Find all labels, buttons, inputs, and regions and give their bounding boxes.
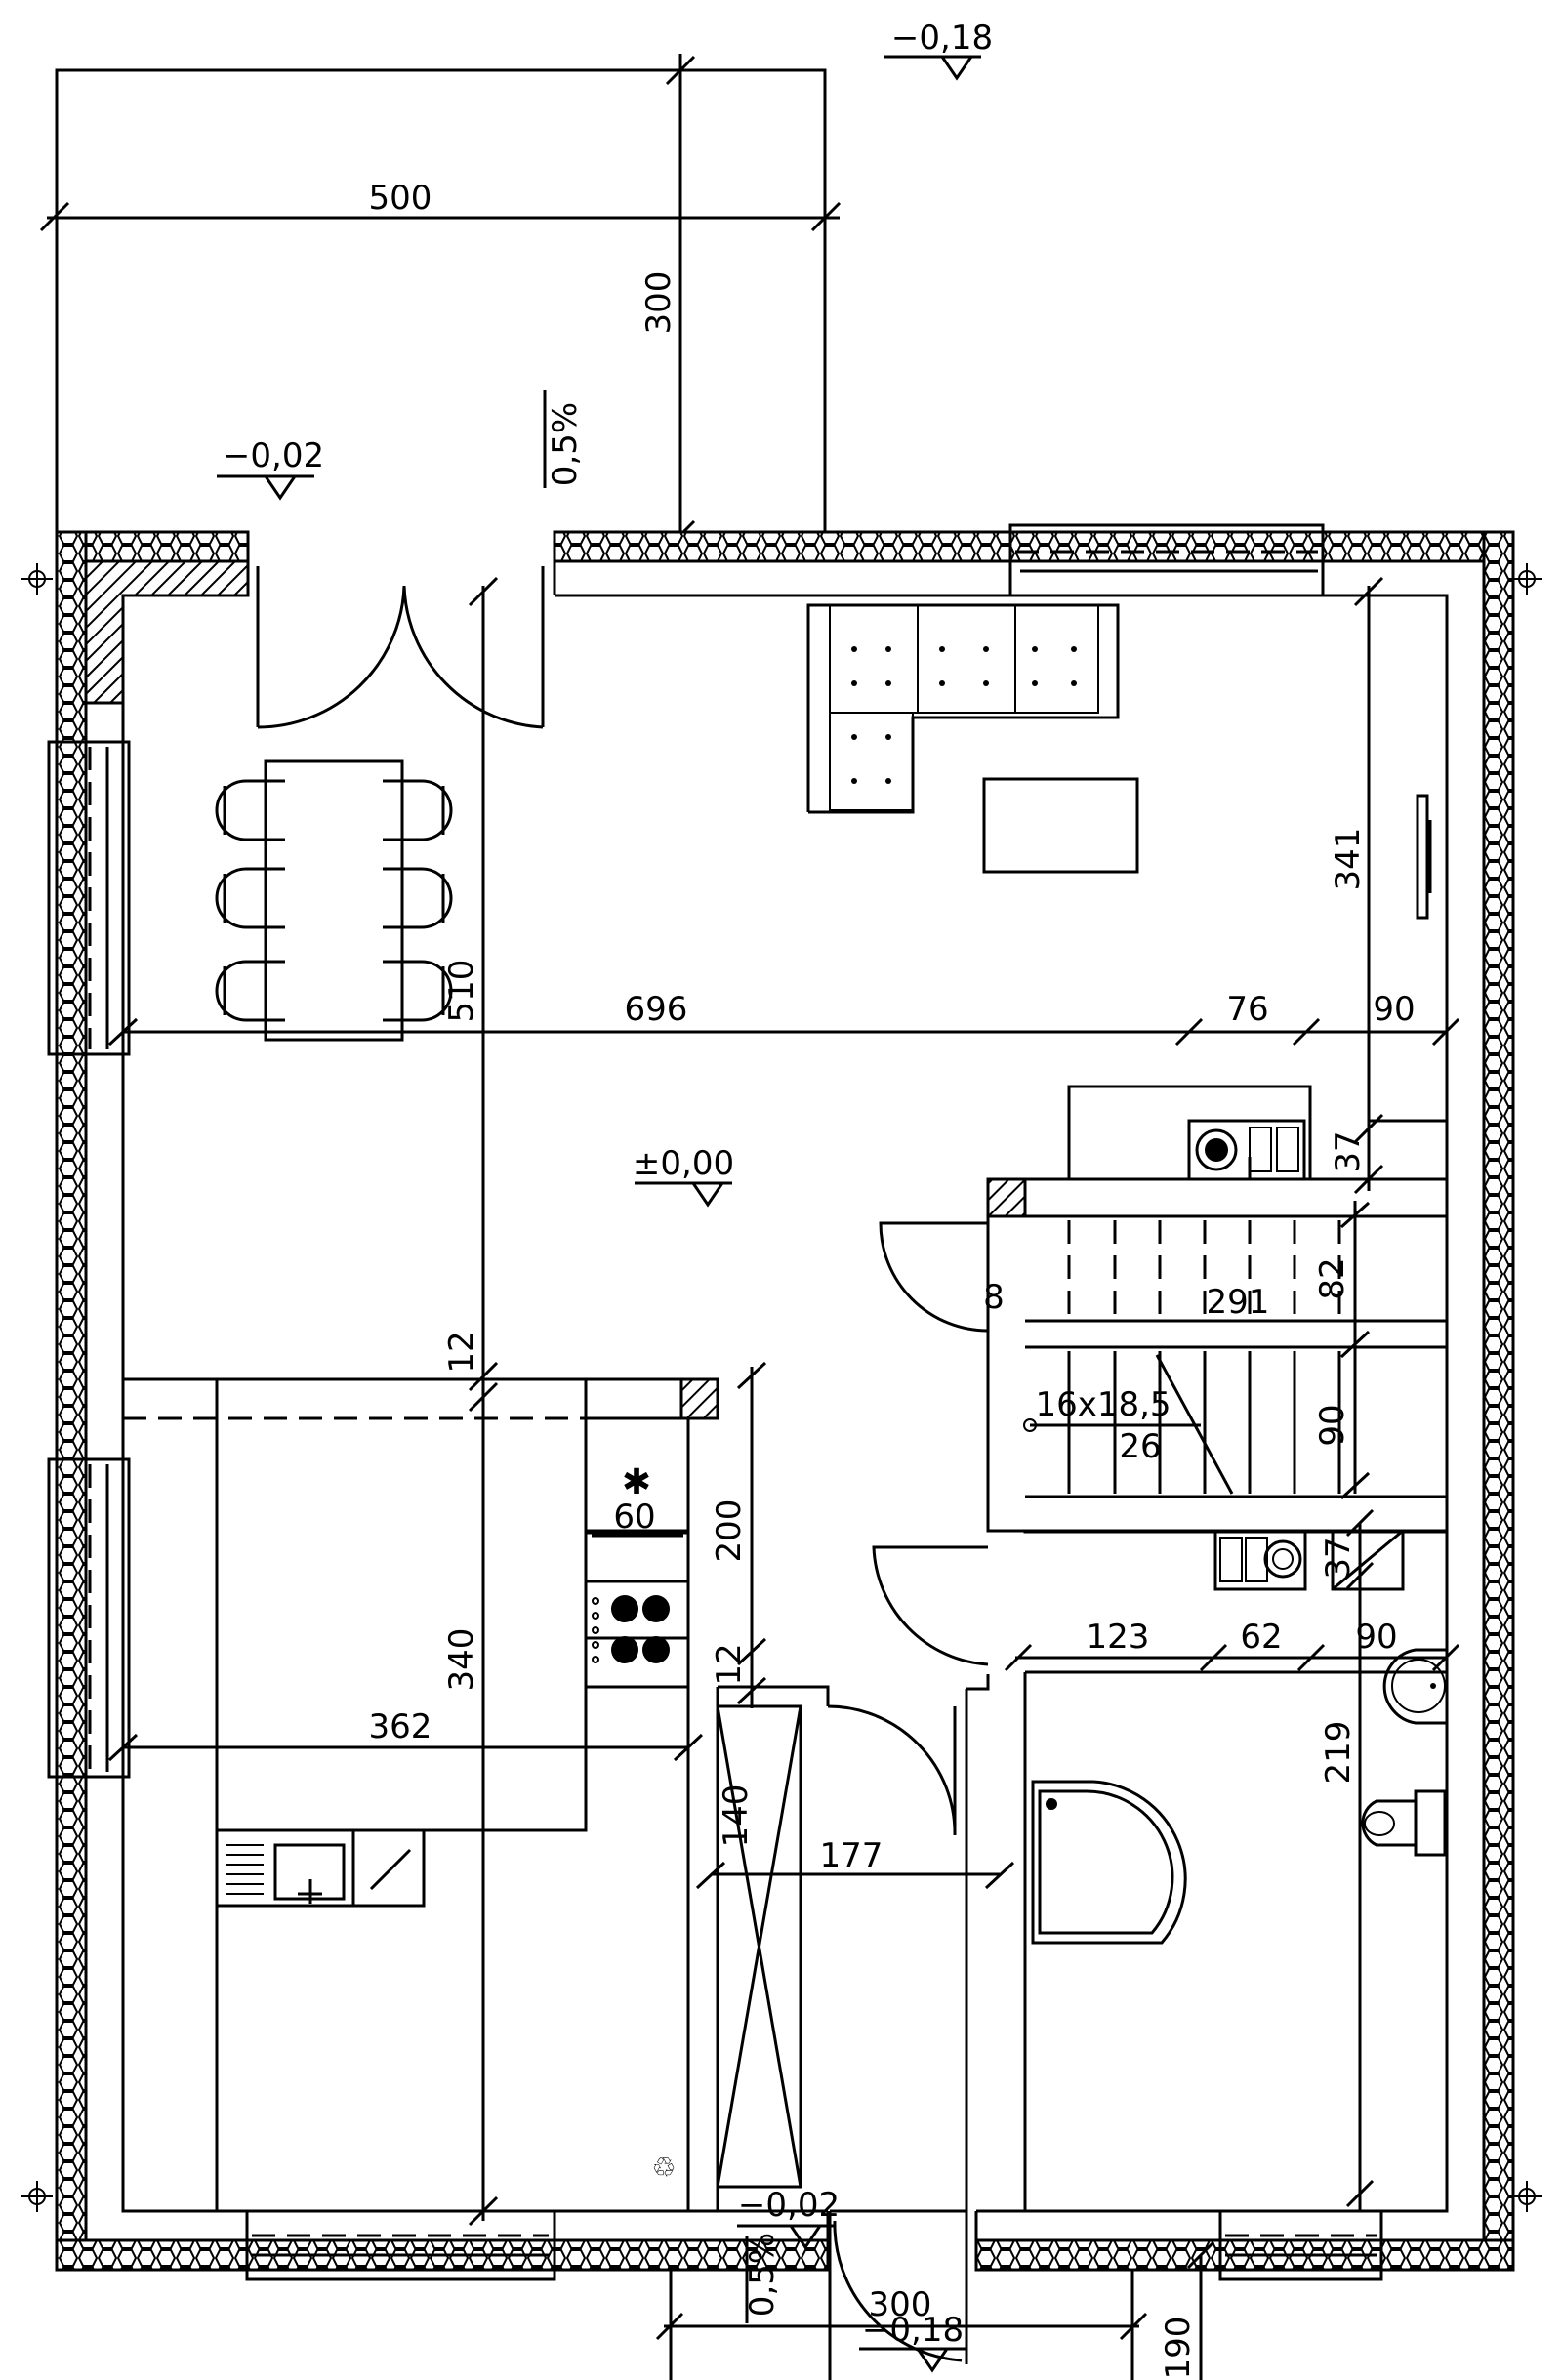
right-37-lower-label: 37 <box>1319 1537 1358 1579</box>
shower-tray <box>1031 1780 1187 1945</box>
bath-219-label: 219 <box>1319 1721 1358 1785</box>
terrace-double-door <box>256 566 545 729</box>
exterior-walls <box>55 530 1515 2272</box>
washbasin <box>1382 1648 1447 1725</box>
terrace: 500 300 0,5% −0,02 <box>39 54 842 551</box>
svg-text:−0,02: −0,02 <box>738 2186 840 2225</box>
tv-unit <box>1416 794 1432 920</box>
porch-width-label: 300 <box>869 2285 932 2324</box>
entrance-slope-label: 0,5% <box>743 2233 782 2317</box>
dining-table <box>264 759 404 1042</box>
kitchen-200-label: 200 <box>710 1499 749 1563</box>
terrace-slope-label: 0,5% <box>546 402 585 486</box>
bath-90-label: 90 <box>1355 1618 1397 1657</box>
svg-text:−0,18: −0,18 <box>891 19 993 58</box>
coffee-table <box>982 777 1139 874</box>
entrance-level-marker: −0,02 <box>737 2186 840 2250</box>
hall: 140 177 <box>695 1545 1015 2380</box>
bath-62-label: 62 <box>1240 1618 1282 1657</box>
hall-177-label: 177 <box>820 1836 884 1875</box>
window-top-right <box>1008 523 1325 597</box>
bottom-level-marker: −0,18 <box>859 2311 966 2373</box>
terrace-depth-label: 300 <box>639 271 678 335</box>
stair-82-label: 82 <box>1313 1257 1352 1299</box>
living-dimensions: 696 76 90 510 12 340 341 37 <box>107 576 1460 2227</box>
kitchen-60-label: 60 <box>613 1498 655 1537</box>
porch: 300 190 0,5% −0,02 <box>655 2186 1215 2380</box>
svg-text:−0,02: −0,02 <box>223 436 324 475</box>
living-seg-90-label: 90 <box>1373 990 1415 1029</box>
wall-12-lower-label: 12 <box>710 1643 749 1685</box>
right-37-upper-label: 37 <box>1329 1130 1368 1172</box>
right-341-label: 341 <box>1329 828 1368 891</box>
wall-12-upper-label: 12 <box>442 1331 481 1373</box>
hall-140-label: 140 <box>717 1785 756 1848</box>
top-level-marker: −0,18 <box>884 19 993 81</box>
axis-markers <box>21 563 1542 2212</box>
corner-sofa <box>806 603 1120 814</box>
floor-level-marker: ±0,00 <box>633 1144 734 1208</box>
cooktop <box>584 1580 690 1689</box>
living-depth-label: 510 <box>442 960 481 1023</box>
boiler-icon: ♲ <box>651 2152 676 2184</box>
svg-text:±0,00: ±0,00 <box>633 1144 734 1183</box>
stair-291-label: 291 <box>1207 1283 1270 1322</box>
svg-text:−0,18: −0,18 <box>862 2311 964 2350</box>
living-width-label: 696 <box>625 990 688 1029</box>
kitchen-340-label: 340 <box>442 1628 481 1692</box>
window-left-lower <box>47 1457 131 1779</box>
terrace-width-label: 500 <box>369 179 432 218</box>
stair-8-label: 8 <box>983 1278 1005 1317</box>
terrace-level-marker: −0,02 <box>217 436 324 501</box>
kitchen-362-label: 362 <box>369 1707 432 1746</box>
window-bottom-right <box>1218 2209 1383 2281</box>
living-seg-76-label: 76 <box>1226 990 1268 1029</box>
toilet <box>1361 1789 1447 1857</box>
stair-tread-label: 26 <box>1119 1427 1161 1466</box>
snowflake-icon: ✱ <box>622 1462 651 1502</box>
porch-190-label: 190 <box>1159 2317 1198 2380</box>
kitchen: ✱ 60 ♲ 362 <box>107 1361 767 2211</box>
stair-90-label: 90 <box>1313 1404 1352 1446</box>
dining-chairs <box>215 779 453 1022</box>
kitchen-sink <box>215 1828 426 1908</box>
window-bottom-left <box>245 2209 556 2281</box>
stair-spec-label: 16x18,5 <box>1035 1385 1171 1424</box>
staircase: 82 291 8 16x18,5 26 90 <box>879 1085 1449 1533</box>
bathroom: 123 62 90 37 219 <box>1004 1508 1460 2211</box>
bath-123-label: 123 <box>1087 1618 1150 1657</box>
window-left-upper <box>47 740 131 1056</box>
